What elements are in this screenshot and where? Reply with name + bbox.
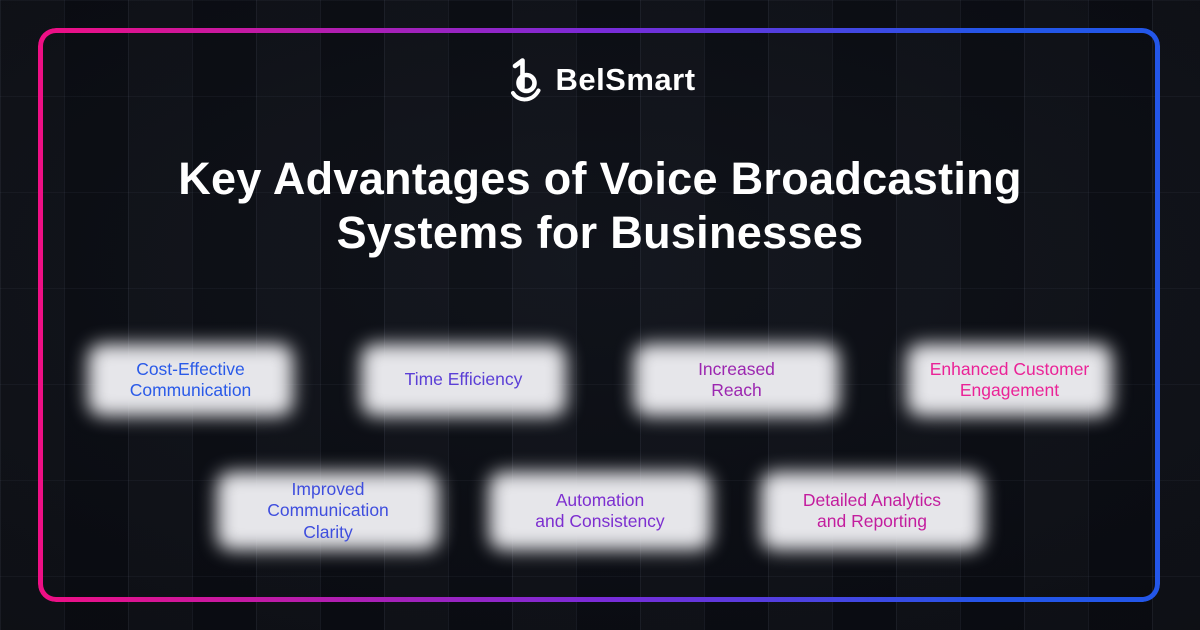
advantage-card-improved-communication-clarity: Improved Communication Clarity [217, 472, 439, 550]
page-title-line2: Systems for Businesses [336, 207, 864, 258]
brand-logo: BelSmart [0, 56, 1200, 104]
advantages-row-1: Cost-Effective Communication Time Effici… [0, 344, 1200, 416]
card-label: Detailed Analytics and Reporting [802, 489, 942, 531]
advantage-card-detailed-analytics-and-reporting: Detailed Analytics and Reporting [761, 472, 983, 550]
advantage-card-increased-reach: Increased Reach [634, 344, 839, 416]
brand-name: BelSmart [555, 62, 696, 97]
advantage-card-automation-and-consistency: Automation and Consistency [489, 472, 711, 550]
page-title: Key Advantages of Voice Broadcasting Sys… [0, 152, 1200, 260]
advantage-card-enhanced-customer-engagement: Enhanced Customer Engagement [907, 344, 1112, 416]
advantage-card-time-efficiency: Time Efficiency [361, 344, 566, 416]
card-label: Time Efficiency [404, 369, 523, 390]
advantage-card-cost-effective-communication: Cost-Effective Communication [88, 344, 293, 416]
belsmart-b-icon [504, 56, 546, 104]
page-title-line1: Key Advantages of Voice Broadcasting [178, 153, 1022, 204]
card-label: Increased Reach [698, 358, 775, 400]
card-label: Improved Communication Clarity [267, 478, 389, 542]
card-label: Automation and Consistency [535, 489, 665, 531]
card-label: Enhanced Customer Engagement [929, 358, 1090, 400]
card-label: Cost-Effective Communication [129, 358, 252, 400]
advantages-row-2: Improved Communication Clarity Automatio… [0, 472, 1200, 550]
